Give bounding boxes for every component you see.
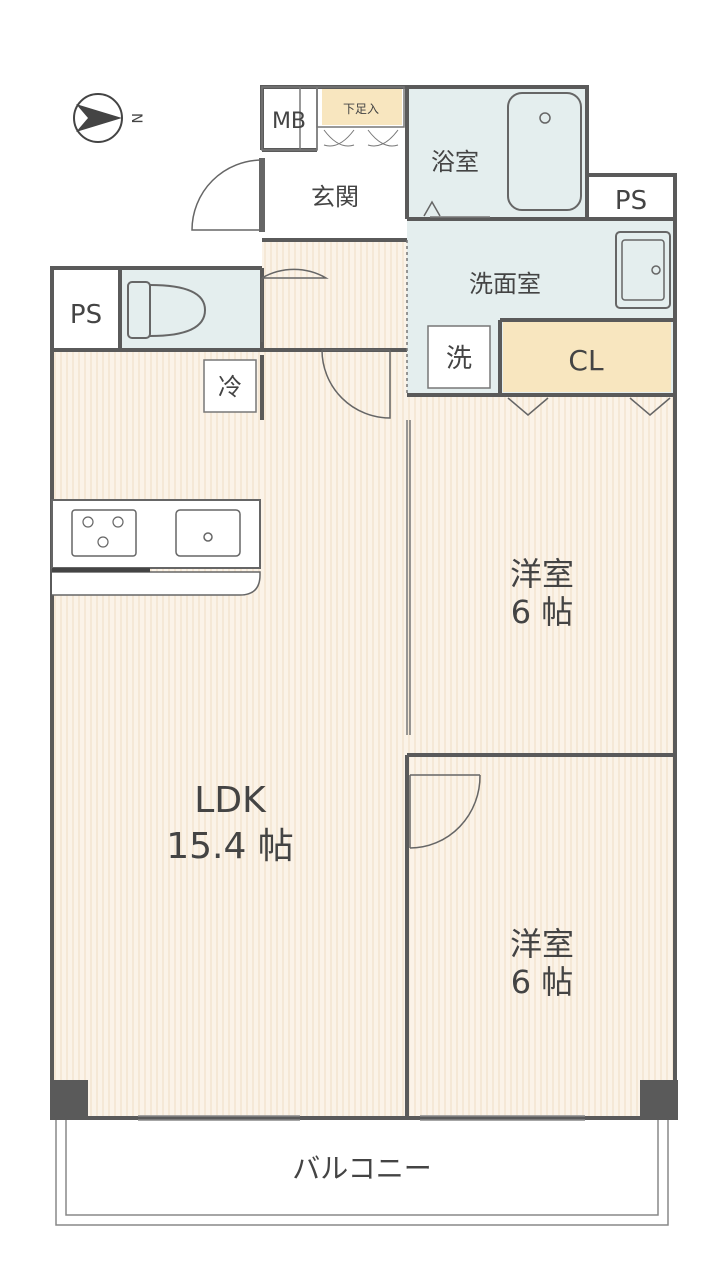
washer-box <box>427 325 491 389</box>
bedroom1-name: 洋室 <box>510 555 574 593</box>
wash-basin <box>615 231 671 309</box>
hall-floor <box>262 240 407 350</box>
ps-left-label: PS <box>70 300 102 330</box>
washroom-label: 洗面室 <box>469 270 541 298</box>
column-right <box>640 1080 678 1120</box>
kitchen-counter <box>51 499 261 596</box>
ldk-size: 15.4 帖 <box>166 826 294 867</box>
entrance-label: 玄関 <box>311 183 359 211</box>
thin-lines <box>261 86 490 735</box>
bedroom1-floor <box>407 395 675 755</box>
bath-label: 浴室 <box>431 148 479 176</box>
bedroom1-size: 6 帖 <box>511 593 574 631</box>
bathtub <box>507 92 582 211</box>
ps-top-box <box>585 173 677 221</box>
bedroom2-door[interactable] <box>409 774 481 849</box>
ldk-name: LDK <box>194 780 267 821</box>
mb-label: MB <box>272 109 306 134</box>
windows <box>138 1115 585 1121</box>
ps-left-box <box>50 266 122 352</box>
hall-door[interactable] <box>321 349 391 419</box>
toilet-door[interactable] <box>261 268 329 342</box>
shoe-cabinet-fill <box>322 89 402 125</box>
compass-icon <box>73 93 123 143</box>
bedroom2-name: 洋室 <box>510 925 574 963</box>
fridge-box <box>203 359 257 413</box>
bath-floor <box>407 87 587 219</box>
closet-doors <box>507 397 671 416</box>
stove-icon <box>82 516 124 548</box>
closet-label: CL <box>568 344 604 377</box>
shoe-cabinet-label: 下足入 <box>343 102 379 116</box>
balcony-label: バルコニー <box>292 1152 431 1185</box>
bedroom2-size: 6 帖 <box>511 963 574 1001</box>
bedroom2-floor <box>407 755 675 1118</box>
toilet <box>127 281 207 339</box>
column-left <box>50 1080 88 1120</box>
washer-label: 洗 <box>446 344 472 374</box>
bath-drain-mark <box>423 200 441 217</box>
shoe-cabinet-doors <box>323 129 399 147</box>
closet-fill <box>503 320 671 392</box>
entrance-door[interactable] <box>191 159 263 231</box>
balcony <box>55 1120 669 1226</box>
ldk-floor <box>52 350 407 1118</box>
fridge-label: 冷 <box>218 373 242 401</box>
compass-north-label: N <box>128 113 144 123</box>
ps-top-label: PS <box>615 186 647 216</box>
